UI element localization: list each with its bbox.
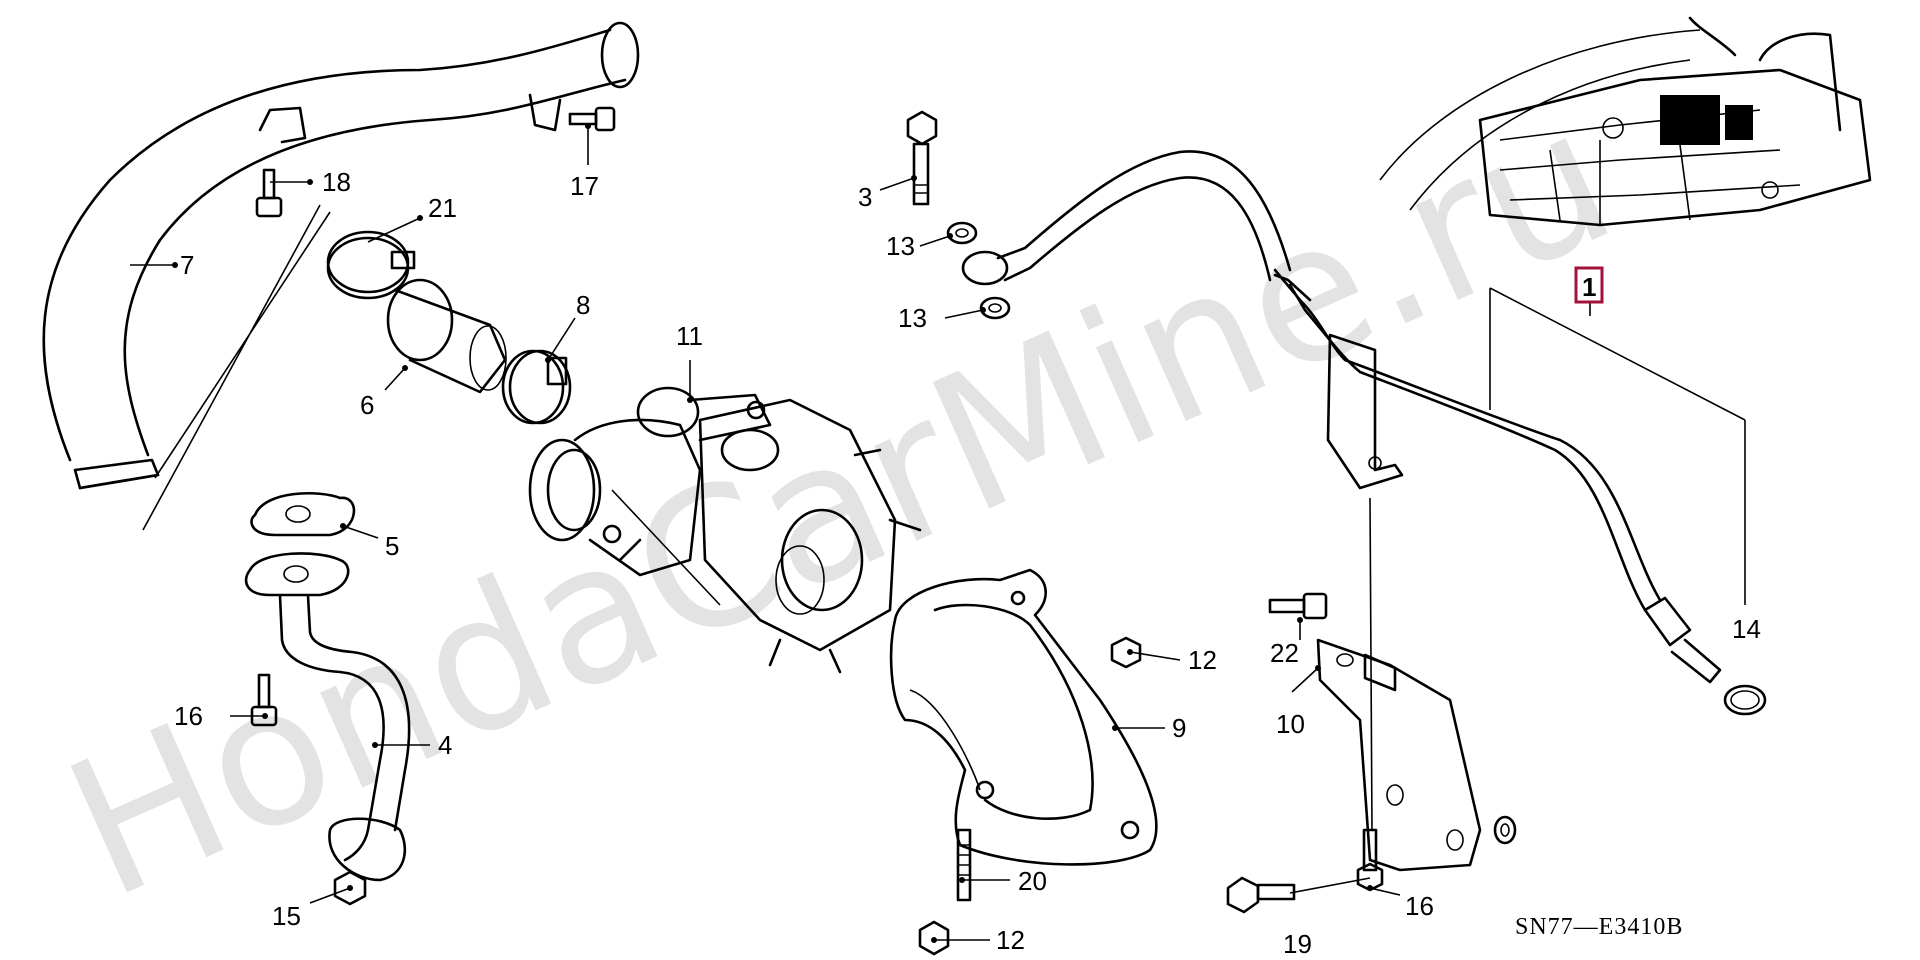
- callout-9: 9: [1172, 713, 1186, 743]
- callout-16-left: 16: [174, 701, 203, 731]
- engine-bay-inset: [1379, 16, 1872, 227]
- assembly-label-1: 1: [1582, 272, 1596, 302]
- callout-18: 18: [322, 167, 351, 197]
- part-18-bolt: [255, 168, 283, 218]
- callout-10: 10: [1276, 709, 1305, 739]
- callout-20: 20: [1018, 866, 1047, 896]
- part-15-nut: [333, 870, 367, 906]
- watermark: HondaCarMine.ru: [38, 65, 1641, 941]
- assembly-label-box: [1574, 266, 1604, 304]
- leader-lines: [130, 126, 1746, 941]
- part-17-bolt: [568, 106, 616, 132]
- part-3-banjo-bolt: [906, 110, 938, 206]
- part-5-gasket: [250, 491, 356, 537]
- leader-dots: [172, 123, 1373, 943]
- part-14-o-ring: [1723, 684, 1767, 716]
- part-4-oil-pipe: [244, 552, 411, 882]
- callout-12-lower: 12: [996, 925, 1025, 955]
- diagram-code: SN77—E3410B: [1515, 914, 1683, 940]
- part-6-hose: [386, 278, 507, 394]
- callout-8: 8: [576, 290, 590, 320]
- callout-16-right: 16: [1405, 891, 1434, 921]
- part-11-turbocharger: [528, 386, 922, 674]
- part-9-outlet-elbow: [889, 568, 1158, 866]
- callout-13-upper: 13: [886, 231, 915, 261]
- washer-icon: [1493, 815, 1517, 845]
- part-19-bolt: [1226, 876, 1296, 914]
- callout-3: 3: [858, 182, 872, 212]
- part-12-nut-upper: [1110, 636, 1142, 669]
- part-16-bolt-right: [1356, 828, 1384, 892]
- part-20-stud: [956, 828, 972, 902]
- part-21-clamp: [326, 230, 416, 300]
- callout-11: 11: [676, 321, 703, 351]
- callout-12-upper: 12: [1188, 645, 1217, 675]
- part-8-clamp: [501, 349, 572, 425]
- callout-13-lower: 13: [898, 303, 927, 333]
- callout-7: 7: [180, 250, 194, 280]
- callout-14: 14: [1732, 614, 1761, 644]
- part-10-bracket: [1316, 638, 1482, 872]
- part-1-oil-feed-pipe: [961, 150, 1722, 684]
- callout-21: 21: [428, 193, 457, 223]
- callout-15: 15: [272, 901, 301, 931]
- callout-6: 6: [360, 390, 374, 420]
- callout-17: 17: [570, 171, 599, 201]
- part-22-bolt: [1268, 592, 1328, 620]
- callout-4: 4: [438, 730, 452, 760]
- part-13-washer-upper: [946, 221, 978, 245]
- part-7-intake-pipe: [42, 21, 640, 490]
- part-12-nut-lower: [918, 920, 950, 956]
- callout-19: 19: [1283, 929, 1312, 959]
- callout-5: 5: [385, 531, 399, 561]
- callout-22: 22: [1270, 638, 1299, 668]
